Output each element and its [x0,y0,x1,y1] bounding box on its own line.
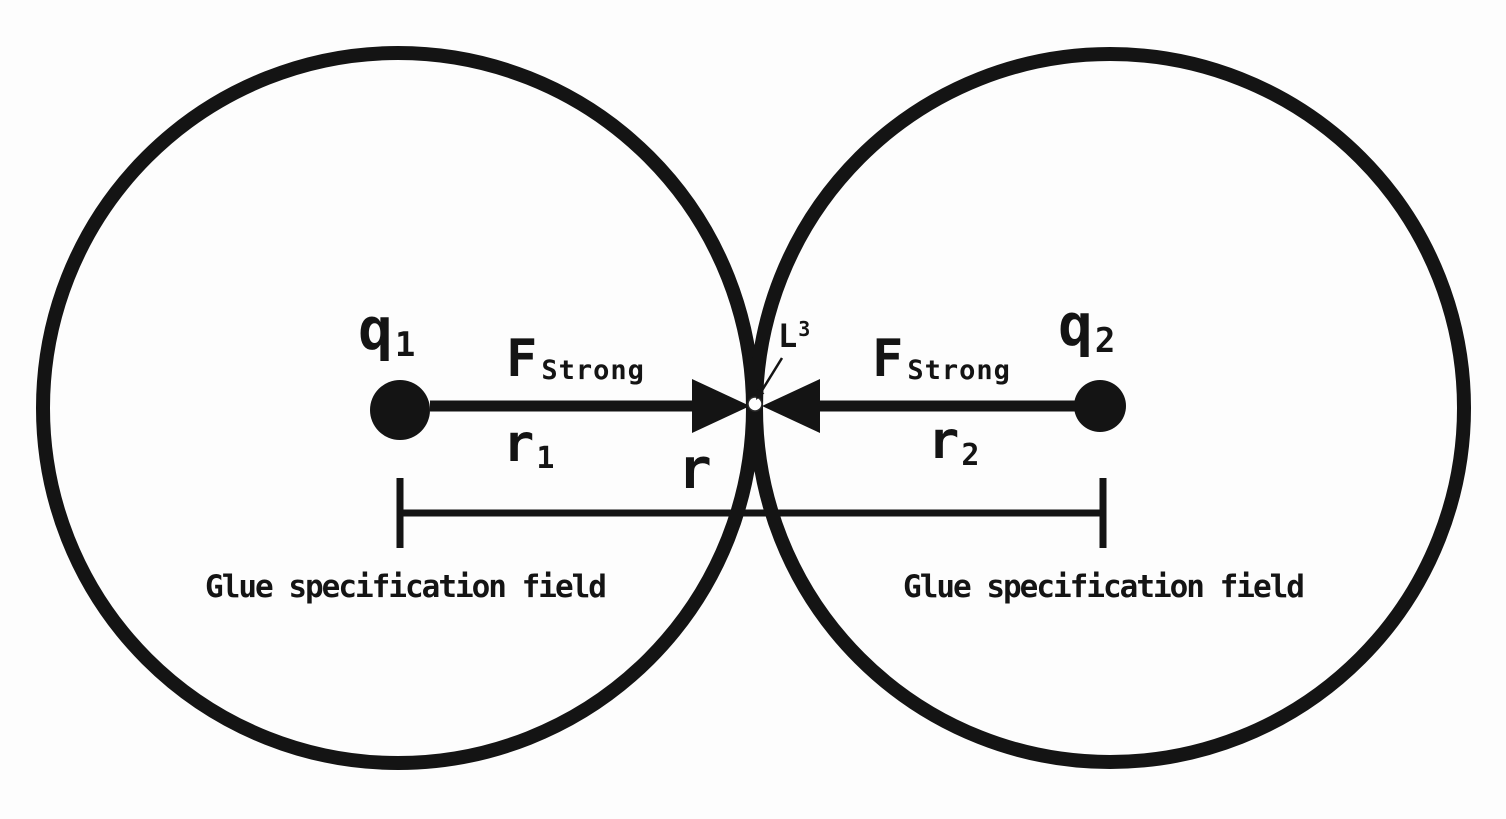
right-force-label-base: F [872,329,904,389]
r2-label: r2 [928,415,979,470]
r2-label-base: r [928,411,960,471]
contact-label-sup: 3 [798,317,811,341]
left-force-arrowhead [692,379,750,433]
q1-label: q1 [358,300,415,362]
r2-label-sub: 2 [961,437,980,473]
q2-label-sub: 2 [1094,321,1116,362]
left-field-caption: Glue specification field [205,569,607,605]
left-force-label-sub: Strong [541,355,645,387]
separation-label-text: r [678,437,712,502]
left-force-label-base: F [506,329,538,389]
contact-point-label: L3 [778,317,811,355]
q1-label-sub: 1 [394,325,416,366]
right-force-label-sub: Strong [907,355,1011,387]
contact-label-base: L [778,317,798,355]
l3-pointer-arrowhead [756,389,765,400]
q1-dot [370,380,430,440]
right-force-arrowhead [762,379,820,433]
r1-label-base: r [503,414,535,474]
q2-label-base: q [1058,291,1093,359]
contact-point-dot [747,396,763,412]
r1-label: r1 [503,418,554,473]
q2-label: q2 [1058,296,1115,358]
q1-label-base: q [358,295,393,363]
r1-label-sub: 1 [536,440,555,476]
right-field-caption: Glue specification field [903,569,1305,605]
l3-pointer-line [759,357,784,393]
q2-dot [1074,380,1126,432]
separation-label: r [678,442,712,498]
